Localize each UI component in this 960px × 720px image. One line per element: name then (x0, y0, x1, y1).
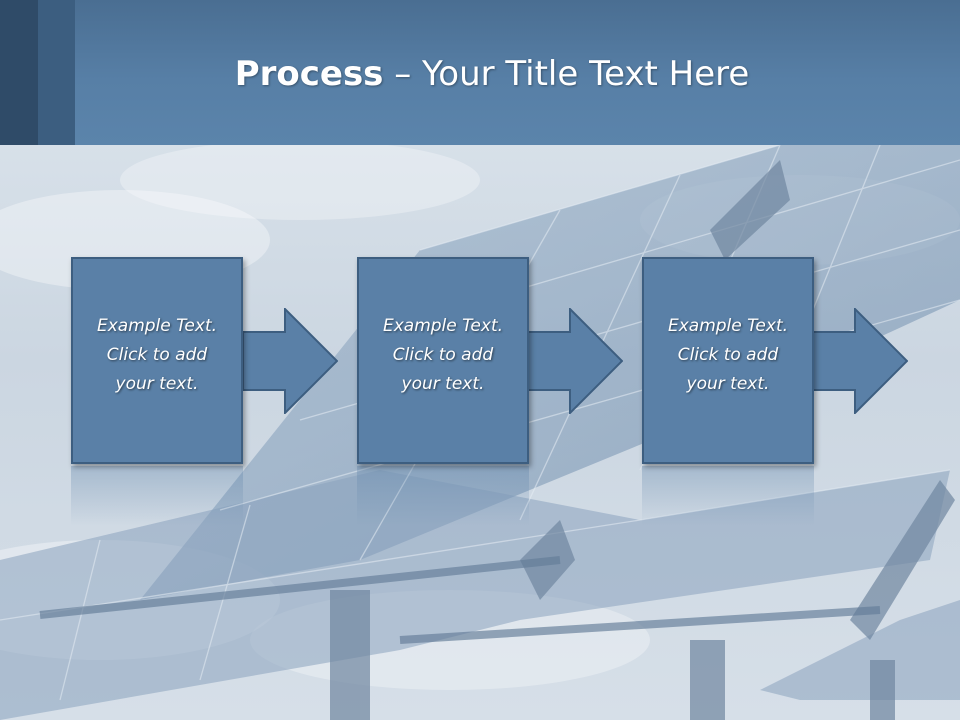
header-accent-dark (0, 0, 38, 145)
process-step-3[interactable]: Example Text. Click to add your text. (642, 257, 814, 464)
step-reflection-1 (71, 466, 243, 526)
step-3-text[interactable]: Example Text. Click to add your text. (667, 316, 789, 394)
right-arrow-icon (243, 308, 338, 414)
step-reflection-3 (642, 466, 814, 526)
title-header: Process – Your Title Text Here (0, 0, 960, 145)
process-step-1[interactable]: Example Text. Click to add your text. (71, 257, 243, 464)
title-bold: Process (234, 54, 384, 94)
slide-title[interactable]: Process – Your Title Text Here (0, 52, 960, 96)
step-1-text[interactable]: Example Text. Click to add your text. (96, 316, 218, 394)
process-step-2[interactable]: Example Text. Click to add your text. (357, 257, 529, 464)
right-arrow-icon (813, 308, 908, 414)
header-accent-mid (38, 0, 75, 145)
title-rest: – Your Title Text Here (383, 54, 750, 94)
right-arrow-icon (528, 308, 623, 414)
step-2-text[interactable]: Example Text. Click to add your text. (382, 316, 504, 394)
step-reflection-2 (357, 466, 529, 526)
